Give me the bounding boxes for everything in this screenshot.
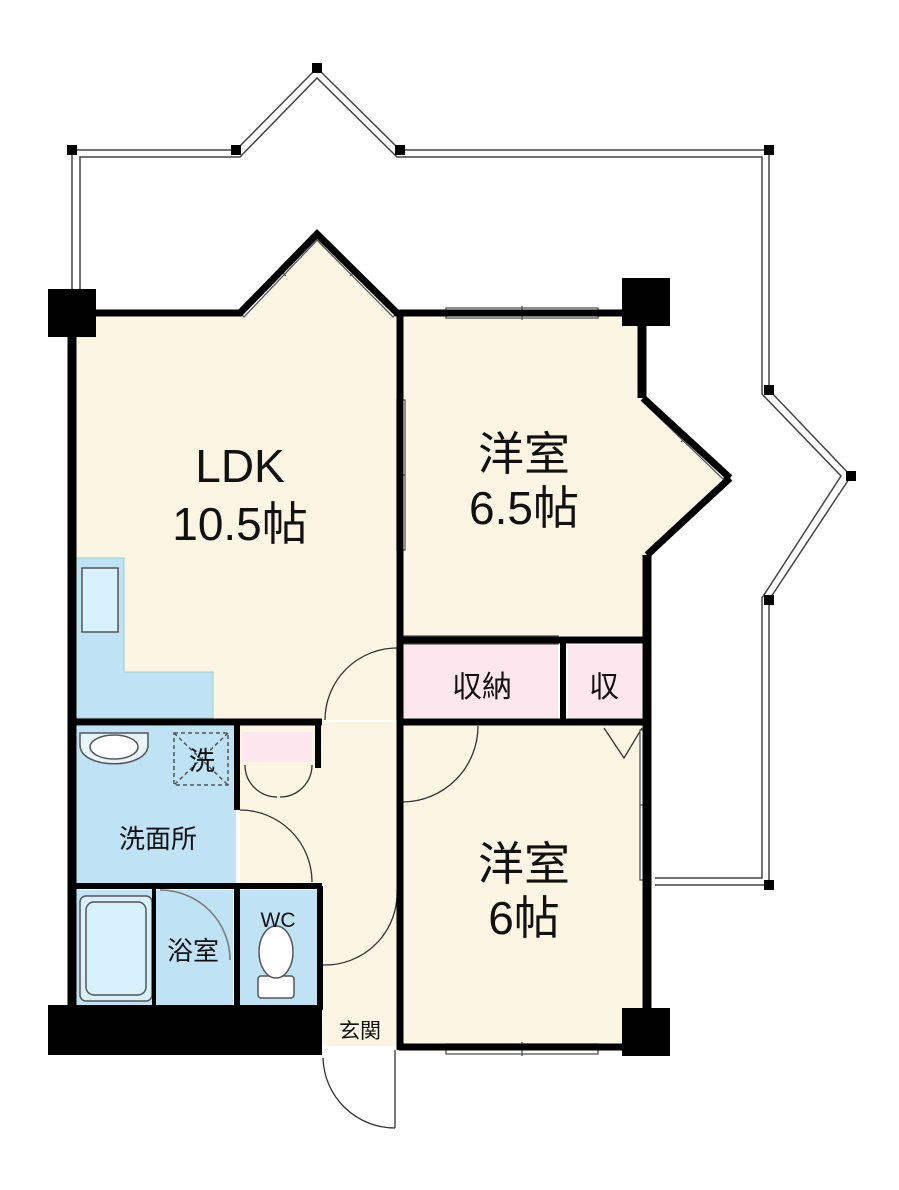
toilet-label: WC: [261, 909, 296, 932]
bath-label: 浴室: [167, 936, 219, 966]
western2-floor: [403, 725, 642, 1047]
balcony-posts: [67, 63, 856, 890]
storage-label: 収納: [452, 671, 512, 704]
western1-size: 6.5帖: [469, 482, 579, 534]
fixtures: [79, 732, 295, 1002]
entrance-label: 玄関: [339, 1020, 381, 1043]
floors: [75, 232, 727, 1047]
bathtub: [79, 895, 153, 1002]
ldk-size: 10.5帖: [172, 498, 308, 550]
ldk-floor: [76, 232, 397, 720]
toilet-bowl: [258, 925, 294, 979]
columns: [48, 278, 670, 1056]
storage-small-floor: [568, 645, 642, 718]
western1-name: 洋室: [478, 428, 570, 480]
washer-label: 洗: [189, 746, 215, 776]
storage-small-label: 収: [589, 671, 619, 704]
washer-pan: [173, 732, 229, 786]
washroom-label: 洗面所: [119, 824, 197, 854]
angled-walls: [640, 395, 733, 558]
western2-name: 洋室: [478, 838, 570, 890]
storage-floor: [403, 645, 558, 718]
western2-size: 6帖: [488, 892, 560, 944]
ldk-name: LDK: [195, 440, 285, 492]
labels: LDK 10.5帖 洋室 6.5帖 洋室 6帖 収納 収 洗面所 洗 浴室 WC…: [119, 428, 619, 1043]
toilet-tank: [257, 975, 295, 999]
walls: [67, 229, 652, 1051]
kitchen-sink: [81, 567, 119, 633]
hall-closet: [242, 732, 312, 762]
entrance-floor: [323, 1014, 397, 1046]
